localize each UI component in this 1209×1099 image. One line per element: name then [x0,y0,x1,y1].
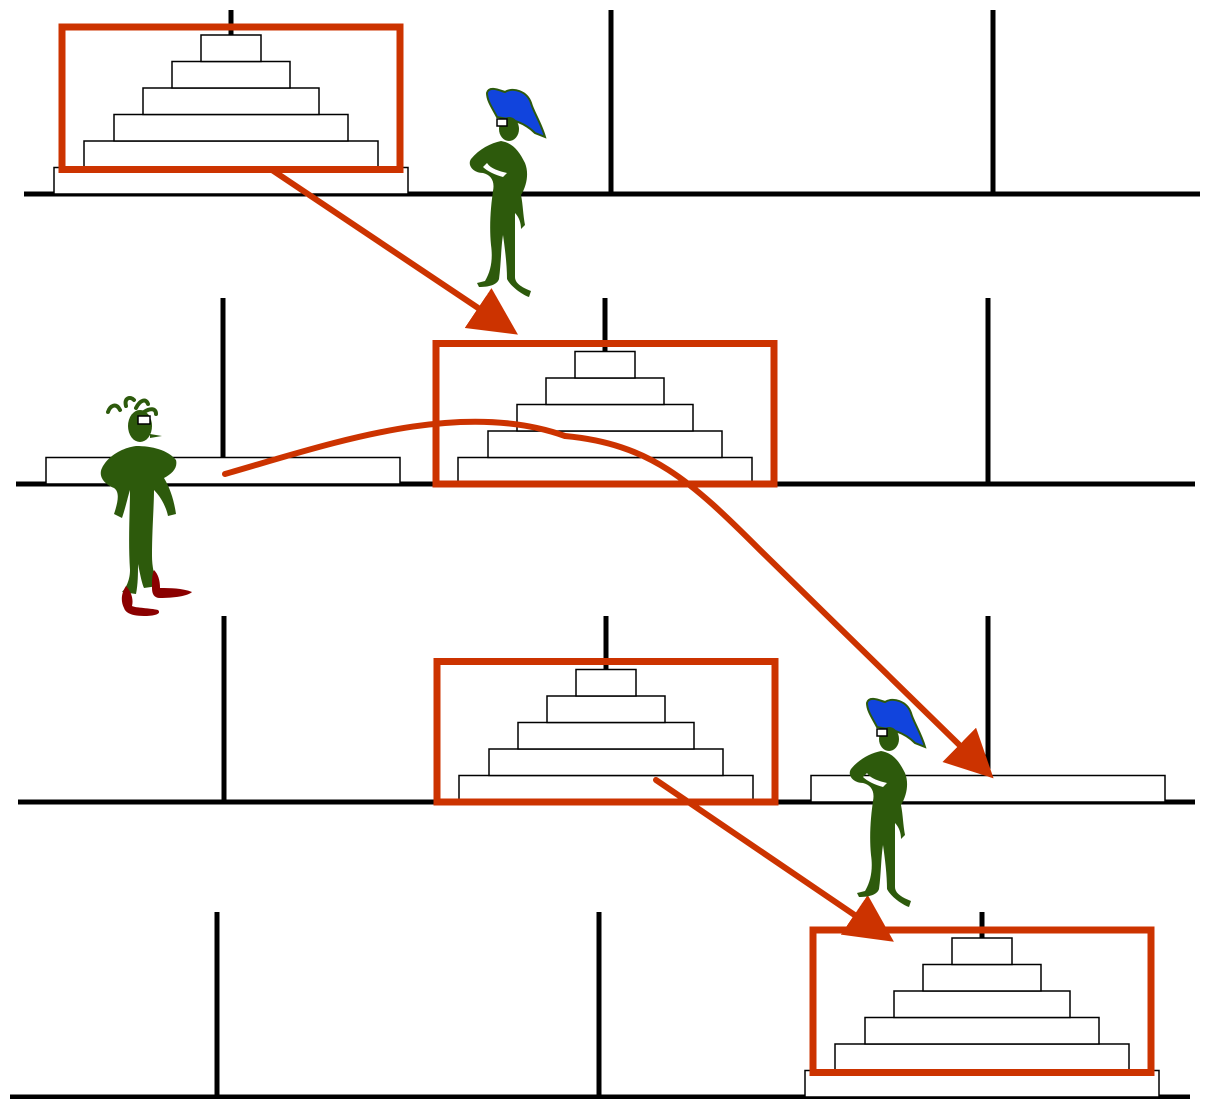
disk-5-stage-2 [458,458,752,485]
disk-3-stage-1 [143,88,319,115]
body [850,751,911,907]
disk-2-stage-2 [546,378,664,405]
sailor-hair-icon [108,398,156,414]
disk-1-stage-3 [576,670,636,697]
sailor-figure [101,398,192,616]
disk-4-stage-3 [489,749,723,776]
disk-3-stage-4 [894,991,1070,1018]
disk-4-stage-4 [865,1018,1099,1045]
body [470,141,531,297]
body [101,446,177,594]
disk-6-stage-2 [46,458,400,485]
eye-patch [497,119,507,126]
disk-1-stage-4 [952,938,1012,965]
disk-3-stage-3 [518,723,694,750]
right-boot-icon [152,570,192,598]
eye-patch [877,729,887,736]
disk-2-stage-4 [923,965,1041,992]
head [128,410,152,442]
disk-2-stage-3 [547,696,665,723]
disk-5-stage-1 [84,141,378,168]
goggles [138,416,150,424]
disk-1-stage-1 [201,35,261,62]
disk-4-stage-1 [114,115,348,142]
disk-5-stage-3 [459,776,753,803]
nose [150,434,162,438]
disk-5-stage-4 [835,1044,1129,1071]
disk-2-stage-1 [172,62,290,89]
disk-1-stage-2 [575,352,635,379]
